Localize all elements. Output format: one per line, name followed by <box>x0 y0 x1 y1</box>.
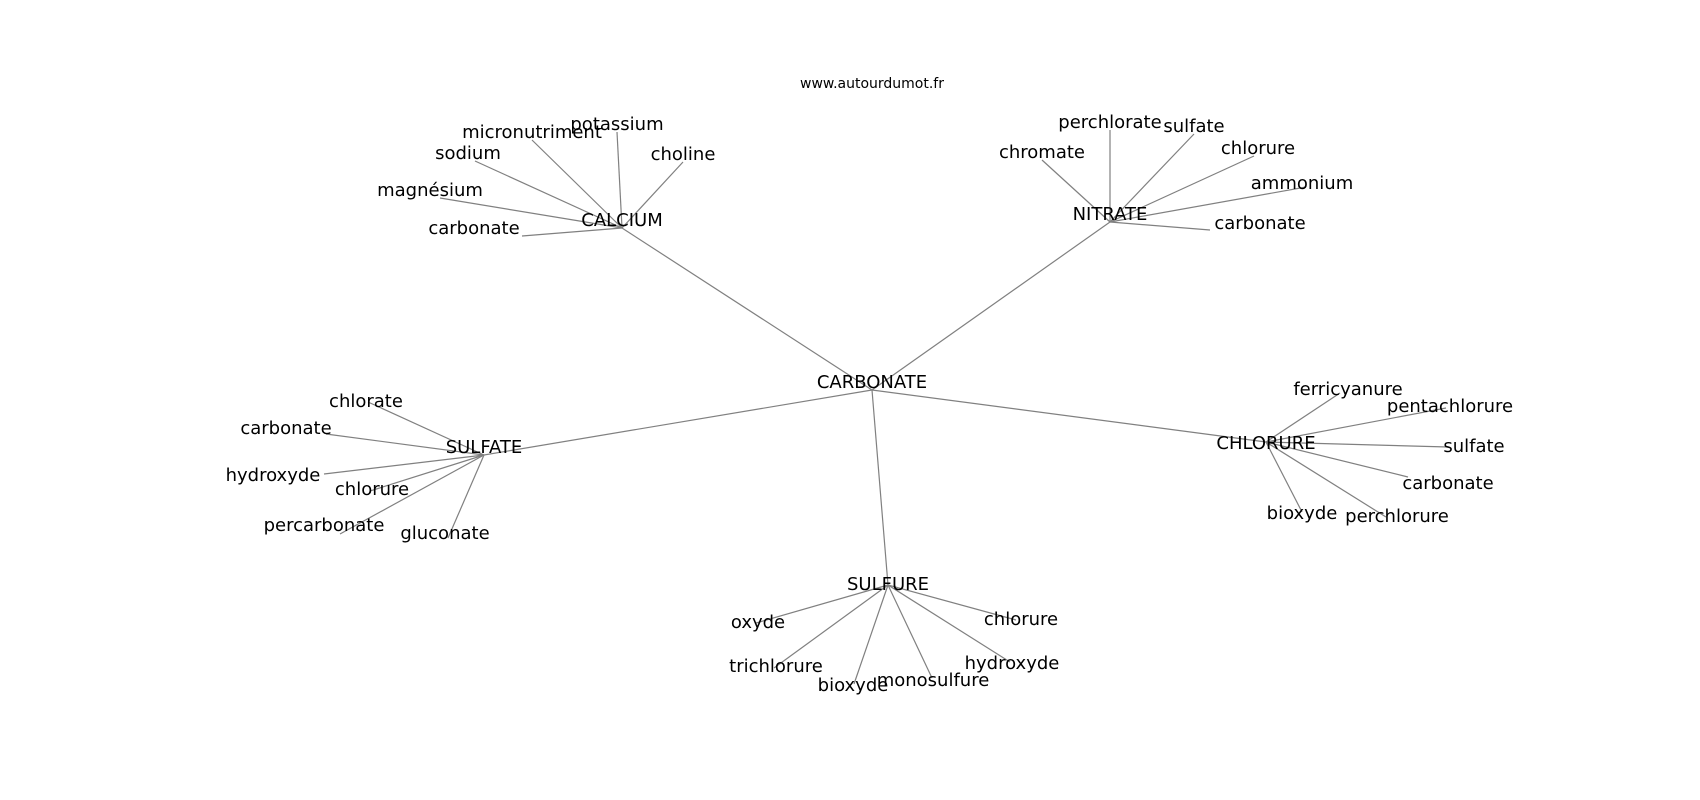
leaf-node-hydroxyde[interactable]: hydroxyde <box>965 653 1060 674</box>
leaf-node-chlorure[interactable]: chlorure <box>1221 138 1295 159</box>
leaf-node-carbonate[interactable]: carbonate <box>1402 473 1493 494</box>
leaf-node-sulfate[interactable]: sulfate <box>1443 436 1504 457</box>
edge-chlorure-carbonate <box>1265 441 1409 478</box>
edge-calcium-sodium <box>474 160 623 229</box>
edge-center-nitrate <box>871 221 1111 391</box>
edge-calcium-choline <box>621 161 684 229</box>
edge-chlorure-perchlorure <box>1265 441 1387 518</box>
edge-nitrate-chromate <box>1041 159 1111 223</box>
leaf-node-sulfate[interactable]: sulfate <box>1163 116 1224 137</box>
edge-center-sulfure <box>871 389 889 586</box>
edge-center-calcium <box>621 227 873 391</box>
leaf-node-percarbonate[interactable]: percarbonate <box>264 515 385 536</box>
edge-sulfate-gluconate <box>447 454 485 539</box>
edge-chlorure-bioxyde <box>1265 441 1303 513</box>
edge-chlorure-pentachlorure <box>1265 407 1447 443</box>
edge-sulfure-monosulfure <box>887 584 933 679</box>
leaf-node-ferricyanure[interactable]: ferricyanure <box>1293 379 1402 400</box>
edge-chlorure-ferricyanure <box>1265 392 1341 443</box>
leaf-node-chlorate[interactable]: chlorate <box>329 391 403 412</box>
edge-center-chlorure <box>871 389 1267 443</box>
hub-node-calcium[interactable]: CALCIUM <box>581 210 663 231</box>
leaf-node-magnesium[interactable]: magnésium <box>377 180 483 201</box>
leaf-node-carbonate[interactable]: carbonate <box>240 418 331 439</box>
leaf-node-perchlorure[interactable]: perchlorure <box>1345 506 1449 527</box>
leaf-node-pentachlorure[interactable]: pentachlorure <box>1387 396 1513 417</box>
edge-chlorure-sulfate <box>1265 441 1449 448</box>
edge-calcium-carbonate <box>521 227 623 237</box>
edge-nitrate-carbonate <box>1109 221 1211 231</box>
edge-center-sulfate <box>483 389 873 456</box>
edge-sulfate-hydroxyde <box>323 454 485 475</box>
graph-edges <box>323 130 1449 685</box>
leaf-node-chlorure[interactable]: chlorure <box>335 479 409 500</box>
leaf-node-ammonium[interactable]: ammonium <box>1251 173 1353 194</box>
edge-sulfure-chlorure <box>887 584 1017 621</box>
edge-nitrate-chlorure <box>1109 155 1255 223</box>
edge-calcium-micronutriment <box>531 139 623 229</box>
leaf-node-monosulfure[interactable]: monosulfure <box>877 670 990 691</box>
leaf-node-oxyde[interactable]: oxyde <box>731 612 785 633</box>
edge-sulfure-oxyde <box>755 584 889 624</box>
edge-sulfure-hydroxyde <box>887 584 1011 663</box>
edge-calcium-potassium <box>616 131 623 229</box>
leaf-node-hydroxyde[interactable]: hydroxyde <box>226 465 321 486</box>
leaf-node-chlorure[interactable]: chlorure <box>984 609 1058 630</box>
leaf-node-micronutriment[interactable]: micronutriment <box>462 122 602 143</box>
edge-calcium-magnesium <box>439 197 623 229</box>
hub-node-sulfate[interactable]: SULFATE <box>446 437 523 458</box>
leaf-node-carbonate[interactable]: carbonate <box>1214 213 1305 234</box>
hub-node-chlorure[interactable]: CHLORURE <box>1216 433 1315 454</box>
site-url: www.autourdumot.fr <box>800 76 944 92</box>
leaf-node-bioxyde[interactable]: bioxyde <box>1267 503 1338 524</box>
edge-sulfate-chlorate <box>367 401 485 456</box>
leaf-node-trichlorure[interactable]: trichlorure <box>729 656 823 677</box>
hub-node-sulfure[interactable]: SULFURE <box>847 574 929 595</box>
hub-node-nitrate[interactable]: NITRATE <box>1073 204 1148 225</box>
leaf-node-carbonate[interactable]: carbonate <box>428 218 519 239</box>
edge-sulfate-chlorure <box>369 454 485 492</box>
leaf-node-chromate[interactable]: chromate <box>999 142 1085 163</box>
edge-sulfure-bioxyde <box>853 584 889 685</box>
leaf-node-perchlorate[interactable]: perchlorate <box>1058 112 1161 133</box>
edge-nitrate-ammonium <box>1109 186 1307 223</box>
center-node-label[interactable]: CARBONATE <box>817 372 927 393</box>
edge-sulfure-trichlorure <box>773 584 889 669</box>
edge-sulfate-carbonate <box>325 433 485 456</box>
edge-nitrate-sulfate <box>1109 133 1195 223</box>
leaf-node-choline[interactable]: choline <box>651 144 716 165</box>
leaf-node-bioxyde[interactable]: bioxyde <box>818 675 889 696</box>
leaf-node-gluconate[interactable]: gluconate <box>400 523 489 544</box>
leaf-node-potassium[interactable]: potassium <box>570 114 663 135</box>
edge-sulfate-percarbonate <box>339 454 485 535</box>
leaf-node-sodium[interactable]: sodium <box>435 143 501 164</box>
